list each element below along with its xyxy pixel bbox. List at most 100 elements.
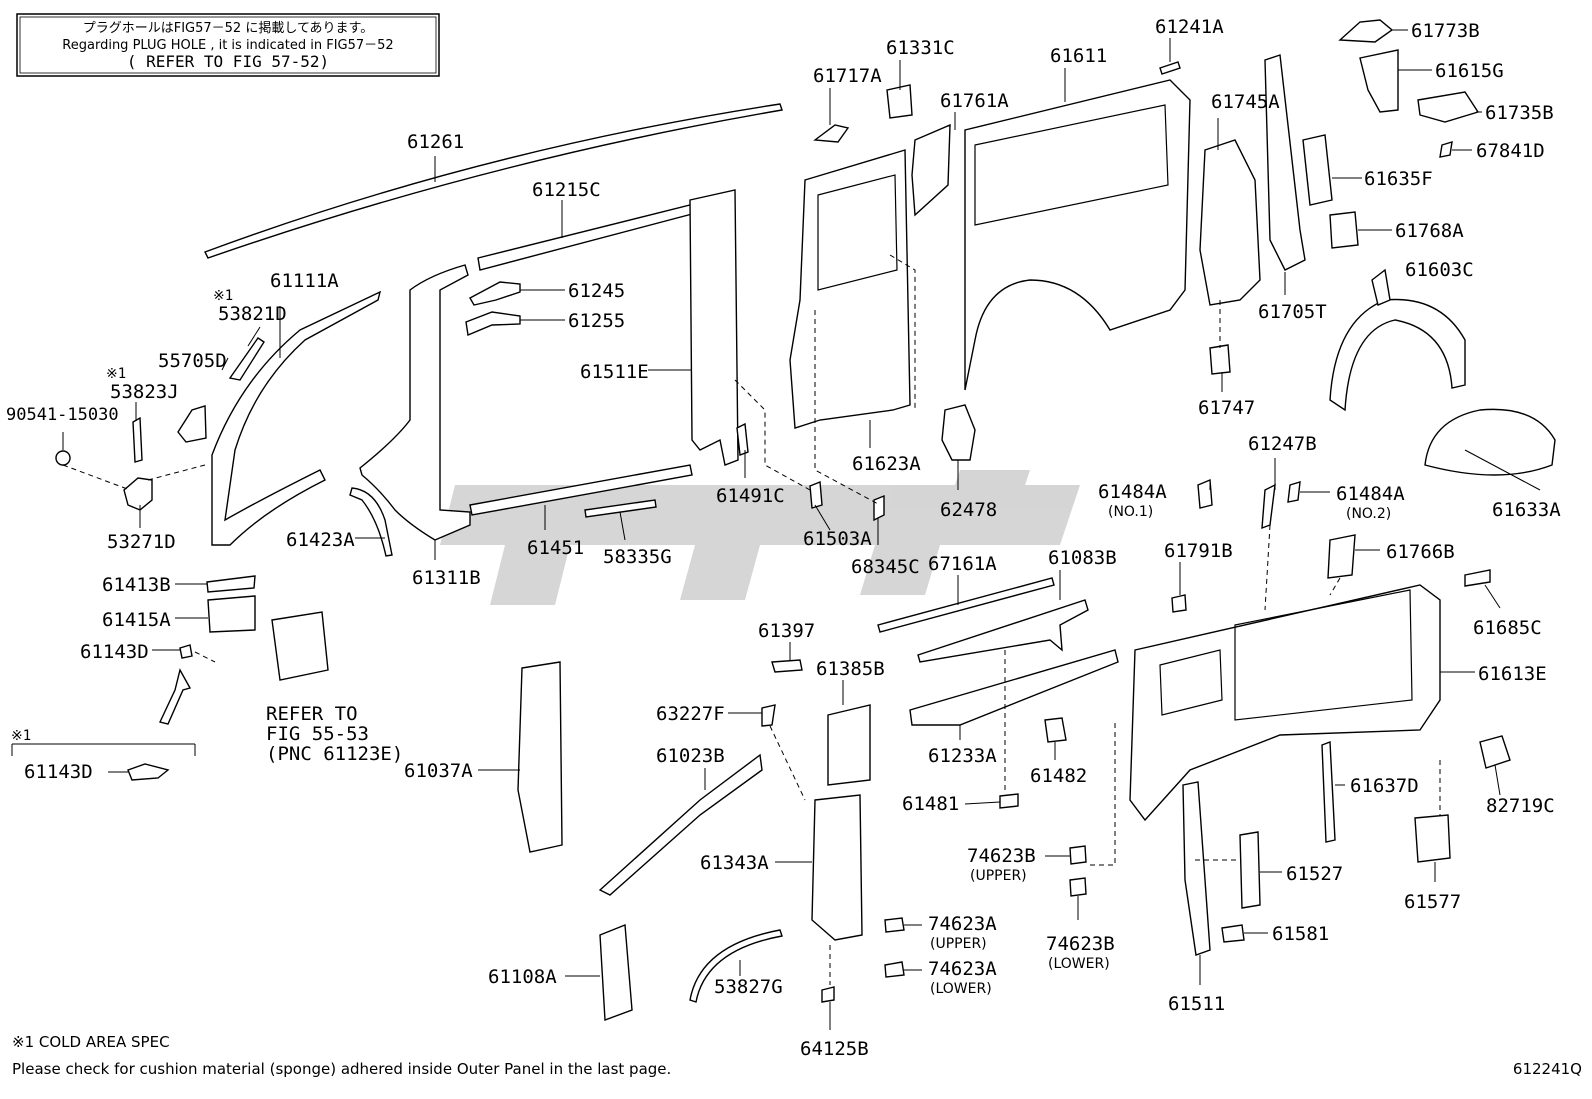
part-58335G-shape [584,499,657,518]
part-61791B-shape [1171,594,1187,613]
label-61484A-no1: 61484A [1098,481,1167,503]
part-61773B-shape [1338,19,1394,43]
clip-74623B-upper-shape [1069,845,1087,865]
label-53823J: 53823J [110,381,179,403]
part-53823J-shape [132,416,143,463]
part-61484A-1-shape [1197,478,1213,509]
label-61577: 61577 [1404,891,1461,913]
bracket-61255-shape [465,311,521,336]
rocker-61451-shape [469,464,693,516]
label-61111A: 61111A [270,270,339,292]
label-61527: 61527 [1286,863,1343,885]
part-64125B-shape [821,986,835,1003]
label-61143D: 61143D [80,641,149,663]
clip-90541-shape [55,450,71,466]
label-53821D: 53821D [218,303,287,325]
part-61491C-shape [736,422,749,456]
label-61791B: 61791B [1164,540,1233,562]
label-53827G: 53827G [714,976,783,998]
label-82719C: 82719C [1486,795,1555,817]
clip-74623A-upper-shape [884,917,905,933]
part-61484A-2-shape [1287,481,1301,503]
note-line-1: プラグホールはFIG57－52 に掲載してあります。 [83,20,374,36]
qualifier-lower-b: (LOWER) [1048,956,1110,972]
label-67841D: 67841D [1476,140,1545,162]
label-61484A-no2: 61484A [1336,483,1405,505]
footer-cold-area: ※1 COLD AREA SPEC [12,1033,170,1051]
footer-cushion-note: Please check for cushion material (spong… [12,1060,671,1078]
clip-74623B-lower-shape [1069,877,1087,897]
label-53271D: 53271D [107,531,176,553]
side-panel-window-shape [974,104,1169,226]
refer-line-1: REFER TO [266,703,358,725]
part-61735B-shape [1417,91,1480,123]
label-61768A: 61768A [1395,220,1464,242]
label-61331C: 61331C [886,37,955,59]
label-62478: 62478 [940,499,997,521]
label-61451: 61451 [527,537,584,559]
part-67161A-shape [877,577,1055,633]
side-panel-61611-shape [964,79,1191,391]
label-61503A: 61503A [803,528,872,550]
label-61397: 61397 [758,620,815,642]
label-61735B: 61735B [1485,102,1554,124]
label-61717A: 61717A [813,65,882,87]
part-62478-shape [941,404,976,461]
lock-assembly-shape [271,611,329,681]
label-61037A: 61037A [404,760,473,782]
part-61023B-shape [598,753,763,896]
label-64125B: 64125B [800,1038,869,1060]
rail-61215C-shape [477,204,693,271]
part-61083B-shape [917,599,1089,663]
clip-74623A-lower-shape [884,961,905,978]
part-61397-shape [771,659,803,673]
label-61613E: 61613E [1478,663,1547,685]
front-pillar-shape [211,290,382,546]
part-61635F-shape [1302,134,1333,206]
arrow-up-shape [159,668,192,725]
part-61331C-shape [886,84,913,119]
label-61247B: 61247B [1248,433,1317,455]
label-61245: 61245 [568,280,625,302]
label-74623B-upper: 74623B [967,845,1036,867]
label-74623A-upper: 74623A [928,913,997,935]
label-61633A: 61633A [1492,499,1561,521]
qualifier-upper-b: (UPPER) [970,868,1027,884]
label-61745A: 61745A [1211,91,1280,113]
part-61615G-shape [1359,49,1399,113]
cold-mark-53823J: ※1 [106,366,126,382]
label-61766B: 61766B [1386,541,1455,563]
part-61577-shape [1414,814,1451,863]
part-61685C-shape [1464,569,1491,587]
label-61637D: 61637D [1350,775,1419,797]
label-63227F: 63227F [656,703,725,725]
label-61611: 61611 [1050,45,1107,67]
pillar-61511E-shape [689,189,739,466]
part-61581-shape [1221,924,1245,943]
qualifier-lower-a: (LOWER) [930,981,992,997]
inner-panel-window-1-shape [1234,589,1413,721]
part-63227F-shape [761,704,776,727]
label-67161A: 67161A [928,553,997,575]
label-61685C: 61685C [1473,617,1542,639]
leader-lines [11,29,1541,1030]
label-61705T: 61705T [1258,301,1327,323]
roof-rail-shape [204,103,783,259]
part-61527-shape [1239,831,1261,909]
label-61511: 61511 [1168,993,1225,1015]
part-61503A-shape [809,480,823,509]
refer-line-3: (PNC 61123E) [266,743,403,765]
label-61761A: 61761A [940,90,1009,112]
part-61511-shape [1182,781,1211,956]
label-68345C: 68345C [851,556,920,578]
label-55705D: 55705D [158,350,227,372]
label-61615G: 61615G [1435,60,1504,82]
part-61233A-shape [909,649,1119,726]
label-61415A: 61415A [102,609,171,631]
label-61491C: 61491C [716,485,785,507]
part-61745A-shape [1199,139,1261,306]
label-61413B: 61413B [102,574,171,596]
label-61481: 61481 [902,793,959,815]
note-line-3: ( REFER TO FIG 57-52) [127,52,329,71]
